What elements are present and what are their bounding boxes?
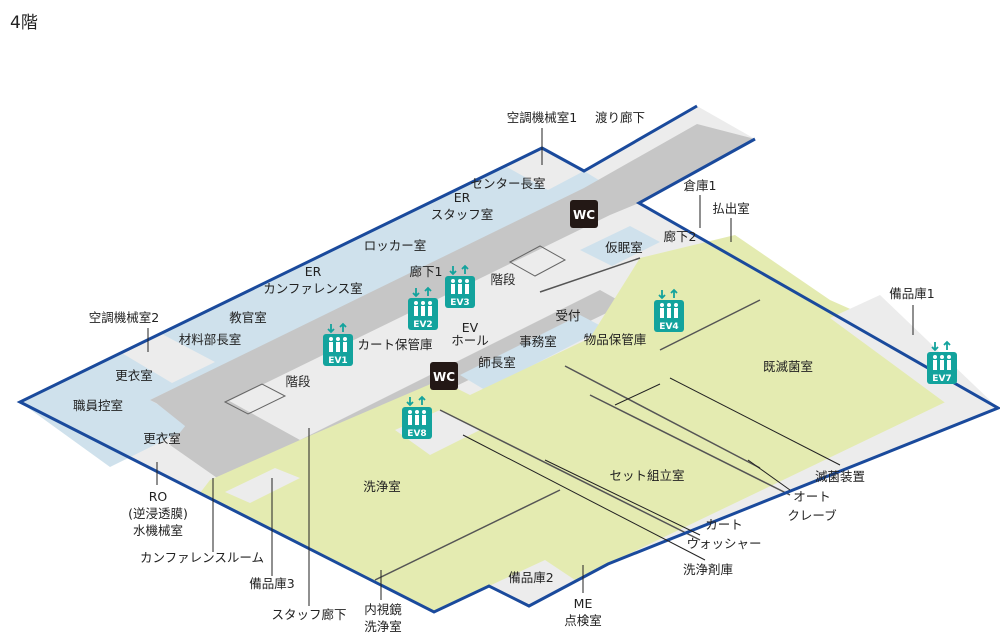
label-washing: 洗浄室 [363, 479, 401, 494]
wc-icon: WC [430, 362, 458, 390]
label-nap: 仮眠室 [605, 240, 643, 255]
label-instructor: 教官室 [229, 310, 267, 325]
label-ro-2: (逆浸透膜) [128, 506, 188, 521]
label-goods: 物品保管庫 [584, 332, 647, 347]
label-ro-3: 水機械室 [133, 523, 183, 538]
room-equip3 [225, 468, 300, 503]
label-staff-lounge: 職員控室 [73, 398, 123, 413]
label-cart-washer-2: ウォッシャー [686, 536, 761, 551]
elevator-label: EV8 [407, 429, 426, 439]
label-er-staff-1: ER [454, 190, 471, 205]
building-outline [16, 104, 1000, 614]
elevator-label: EV1 [328, 356, 347, 366]
room-band-blue [20, 148, 602, 467]
label-locker: ロッカー室 [364, 238, 427, 253]
label-changing2: 更衣室 [143, 431, 181, 446]
elevator-icon: EV3 [445, 264, 475, 308]
label-staff-corr: スタッフ廊下 [271, 607, 346, 622]
label-me-2: 点検室 [564, 613, 602, 628]
label-autoclave-1: オート [793, 489, 831, 504]
elevator-label: EV4 [659, 322, 678, 332]
label-ro-1: RO [149, 489, 168, 504]
label-office: 事務室 [519, 334, 557, 349]
elevator-label: EV3 [450, 298, 469, 308]
label-er-staff-2: スタッフ室 [431, 207, 494, 222]
room-ac2 [120, 333, 215, 383]
room-reception-block [460, 315, 605, 390]
label-material-chief: 材料部長室 [179, 332, 242, 347]
label-endo-1: 内視鏡 [364, 602, 402, 617]
label-evhall-2: ホール [451, 333, 489, 348]
label-ac1: 空調機械室1 [507, 110, 577, 125]
svg-text:WC: WC [573, 208, 595, 222]
walls [374, 257, 791, 581]
label-reception: 受付 [555, 308, 580, 323]
area-green [200, 235, 960, 612]
svg-text:WC: WC [433, 370, 455, 384]
label-ac2: 空調機械室2 [89, 310, 159, 325]
elevator-icon: EV1 [323, 322, 353, 366]
label-dispense: 払出室 [712, 201, 750, 216]
label-conf-room: カンファレンスルーム [140, 550, 264, 565]
elevator-icon: EV2 [408, 286, 438, 330]
elevator-icon: EV7 [927, 340, 957, 384]
elevators: EV1 EV2 EV3 EV4 EV7 EV8 [323, 264, 957, 439]
label-corr1: 廊下1 [410, 264, 443, 279]
label-equip3: 備品庫3 [249, 576, 294, 591]
label-autoclave-2: クレーブ [787, 508, 837, 523]
elevator-icon: EV4 [654, 288, 684, 332]
leader-lines [147, 128, 914, 606]
corridor-lower [155, 290, 625, 470]
room-nap [580, 226, 660, 266]
label-head-nurse: 師長室 [478, 355, 516, 370]
elevator-label: EV7 [932, 374, 951, 384]
label-sterile: 既滅菌室 [763, 359, 813, 374]
label-detergent: 洗浄剤庫 [683, 562, 733, 577]
label-cart-washer-1: カート [705, 517, 743, 532]
label-changing1: 更衣室 [115, 368, 153, 383]
room-equip2 [489, 560, 575, 606]
label-set-assembly: セット組立室 [609, 468, 684, 483]
elevator-icon: EV8 [402, 395, 432, 439]
room-ac1 [505, 148, 584, 190]
corridor-left [170, 420, 260, 480]
stairs-icon [223, 245, 567, 415]
label-center-chief: センター長室 [470, 176, 545, 191]
label-sterilizer: 滅菌装置 [815, 469, 865, 484]
label-me-1: ME [574, 596, 593, 611]
label-store1: 倉庫1 [684, 178, 717, 193]
wc-icon: WC [570, 200, 598, 228]
label-er-conf-2: カンファレンス室 [263, 281, 362, 296]
room-labels: 空調機械室1 渡り廊下 センター長室 ER スタッフ室 仮眠室 廊下2 倉庫1 … [73, 110, 935, 634]
floor-title: 4階 [10, 13, 38, 33]
label-endo-2: 洗浄室 [364, 619, 402, 634]
label-evhall-1: EV [462, 320, 479, 335]
label-er-conf-1: ER [305, 264, 322, 279]
label-stairs2: 階段 [285, 374, 310, 389]
label-equip1: 備品庫1 [889, 286, 934, 301]
label-stairs1: 階段 [490, 272, 515, 287]
elevator-label: EV2 [413, 320, 432, 330]
label-equip2: 備品庫2 [508, 570, 553, 585]
label-cart-storage: カート保管庫 [357, 337, 432, 352]
label-bridge: 渡り廊下 [595, 110, 645, 125]
label-corr2: 廊下2 [664, 229, 697, 244]
